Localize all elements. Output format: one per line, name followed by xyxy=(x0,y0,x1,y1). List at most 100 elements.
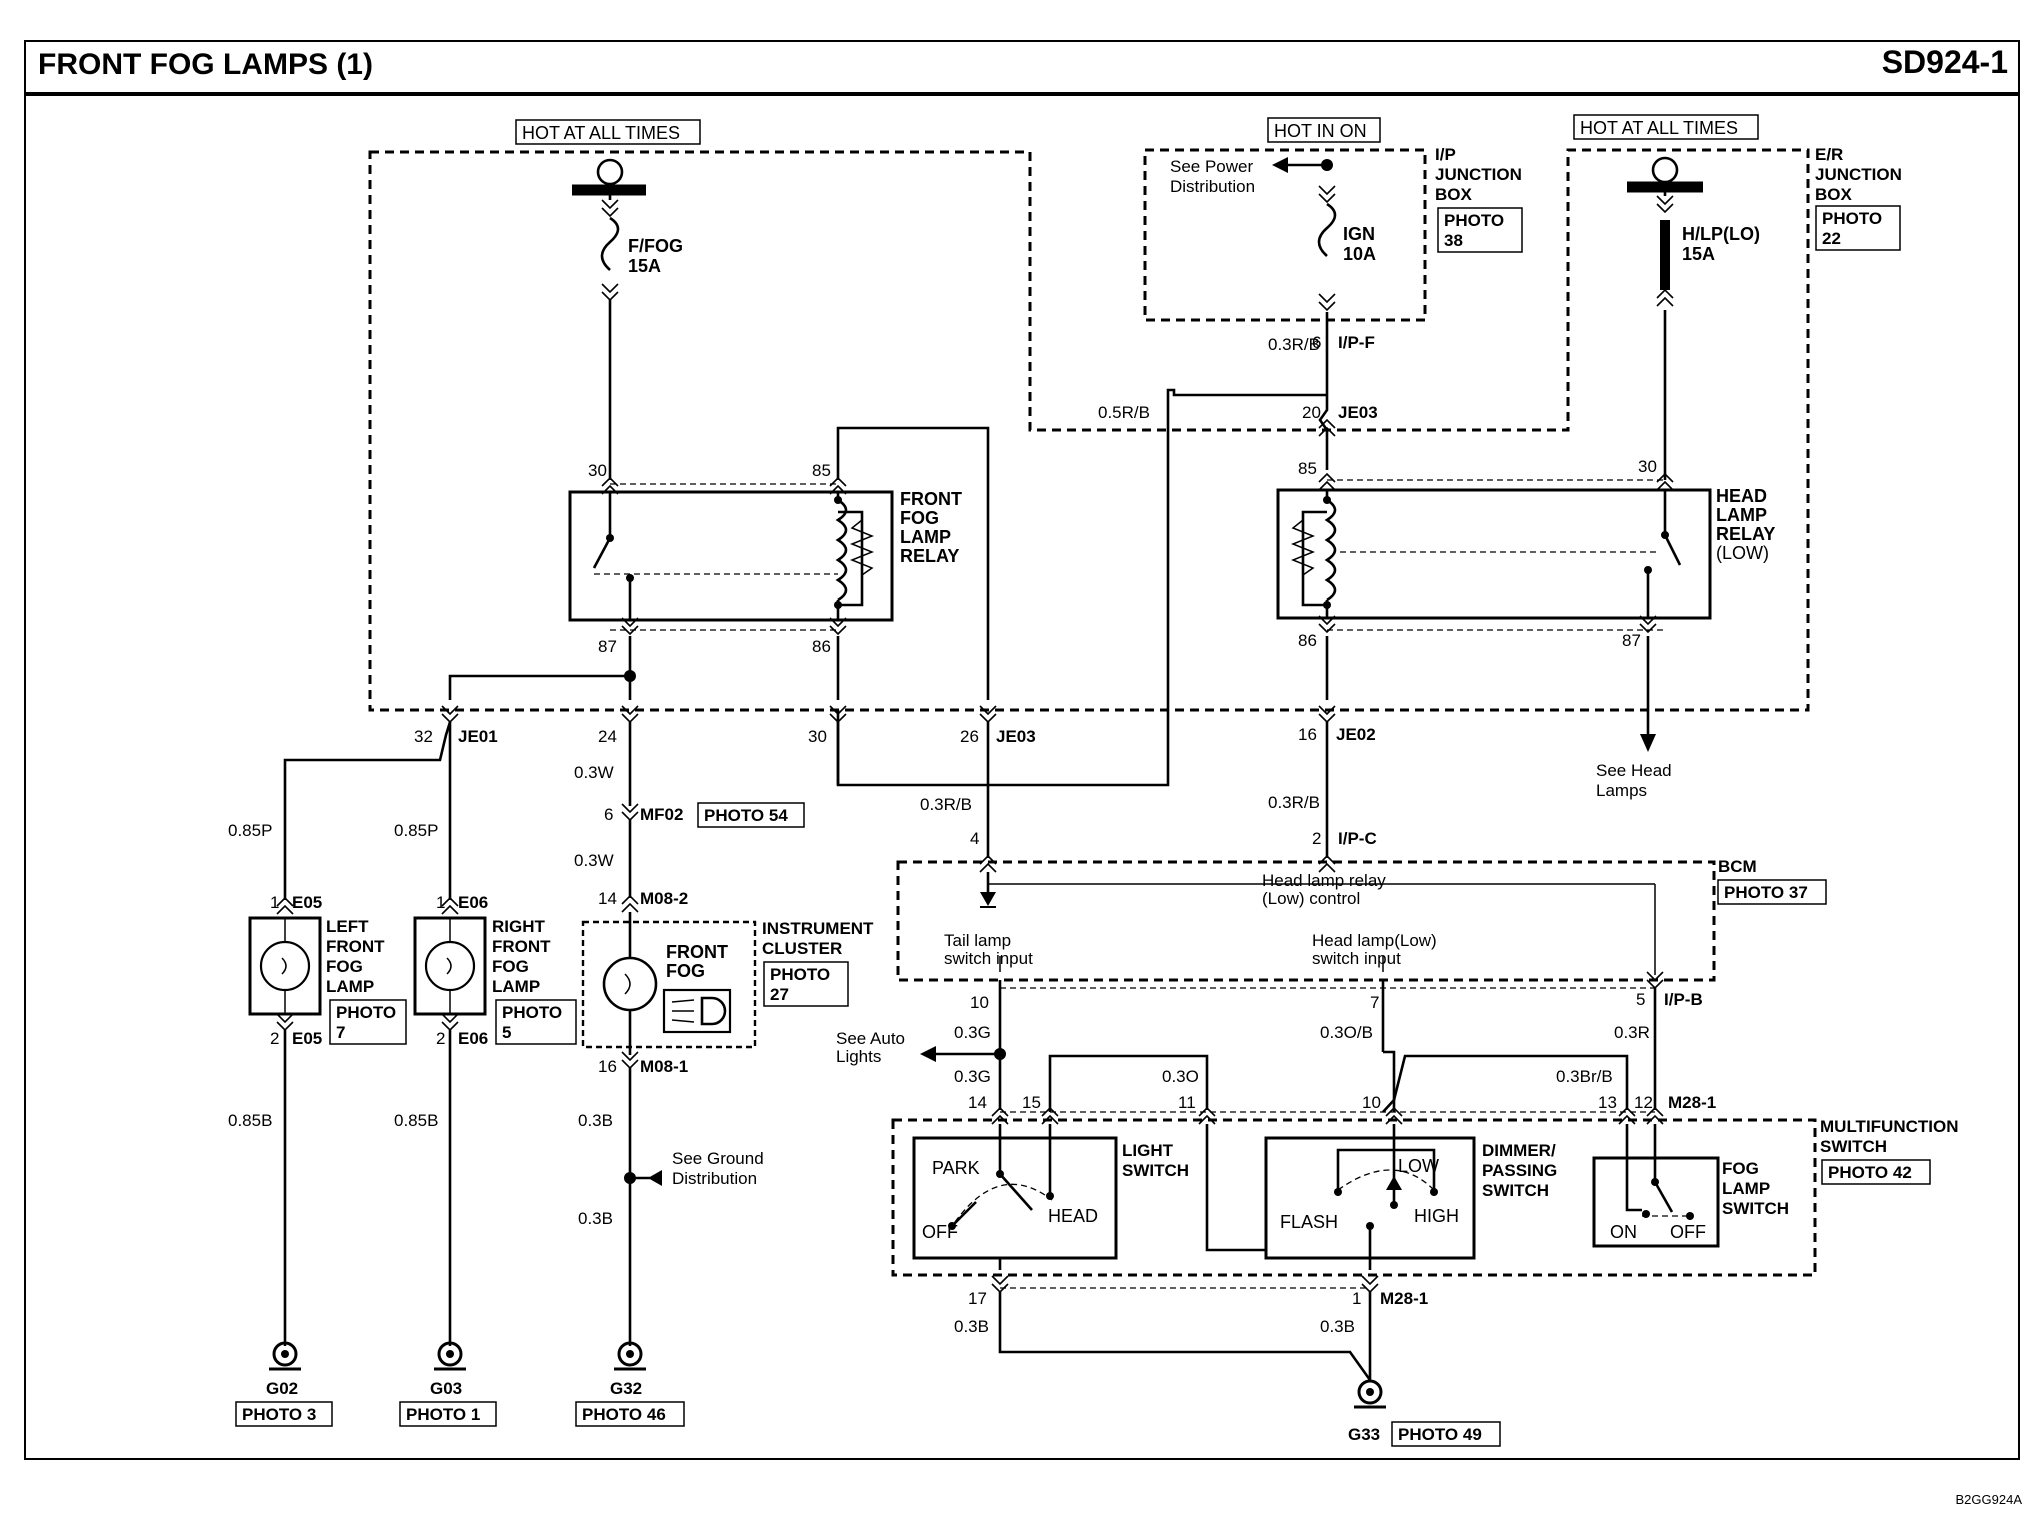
w03brb: 0.3Br/B xyxy=(1556,1067,1613,1086)
ip-jb-photo-1: PHOTO xyxy=(1444,211,1504,230)
pin-1a: 1 xyxy=(270,893,279,912)
g02-id: G02 xyxy=(266,1379,298,1398)
figure-code: B2GG924A xyxy=(1955,1492,2023,1507)
bcm-head-1: Head lamp(Low) xyxy=(1312,931,1437,950)
ls-off: OFF xyxy=(922,1222,958,1242)
right-lamp-4: LAMP xyxy=(492,977,540,996)
bcm-module xyxy=(979,855,1664,989)
ip-jb-1: I/P xyxy=(1435,145,1456,164)
right-lamp-2: FRONT xyxy=(492,937,551,956)
pin-15: 15 xyxy=(1022,1093,1041,1112)
right-lamp-photo-1: PHOTO xyxy=(502,1003,562,1022)
instrument-cluster xyxy=(602,912,732,1055)
fog-relay-label-4: RELAY xyxy=(900,546,959,566)
er-jb-3: BOX xyxy=(1815,185,1853,204)
w03o: 0.3O xyxy=(1162,1067,1199,1086)
ip-jb-2: JUNCTION xyxy=(1435,165,1522,184)
head-relay-pin-30: 30 xyxy=(1638,457,1657,476)
cluster-label-2: CLUSTER xyxy=(762,939,842,958)
right-fog-lamp xyxy=(413,897,487,1031)
fog-sw-label-2: LAMP xyxy=(1722,1179,1770,1198)
w085p-left: 0.85P xyxy=(228,821,272,840)
fog-sw-label-3: SWITCH xyxy=(1722,1199,1789,1218)
cluster-outline xyxy=(581,920,757,1049)
pin-16: 16 xyxy=(1298,725,1317,744)
g02-photo: PHOTO 3 xyxy=(242,1405,316,1424)
fog-relay-pin-87: 87 xyxy=(598,637,617,656)
conn-ipb: I/P-B xyxy=(1664,990,1703,1009)
pin-20: 20 xyxy=(1302,403,1321,422)
hot-right-label: HOT AT ALL TIMES xyxy=(1580,118,1738,138)
conn-e05-bot: E05 xyxy=(292,1029,322,1048)
see-power-2: Distribution xyxy=(1170,177,1255,196)
pin-5: 5 xyxy=(1636,990,1645,1009)
ip-jb-3: BOX xyxy=(1435,185,1473,204)
bcm-relay-ctl-2: (Low) control xyxy=(1262,889,1360,908)
pin-14: 14 xyxy=(598,889,617,908)
ground-g02 xyxy=(267,1341,303,1371)
cluster-photo-1: PHOTO xyxy=(770,965,830,984)
dim-flash: FLASH xyxy=(1280,1212,1338,1232)
w03g-b: 0.3G xyxy=(954,1067,991,1086)
fog-lamp-switch[interactable] xyxy=(1592,1124,1720,1248)
dimmer-passing-switch[interactable] xyxy=(1205,1124,1476,1270)
bcm-tail-1: Tail lamp xyxy=(944,931,1011,950)
see-head-2: Lamps xyxy=(1596,781,1647,800)
fuse-ign-name: IGN xyxy=(1343,224,1375,244)
pin-17: 17 xyxy=(968,1289,987,1308)
mfs-title-1: MULTIFUNCTION xyxy=(1820,1117,1959,1136)
fuse-hlp-name: H/LP(LO) xyxy=(1682,224,1760,244)
hot-left-label: HOT AT ALL TIMES xyxy=(522,123,680,143)
er-jb-photo-2: 22 xyxy=(1822,229,1841,248)
page-code: SD924-1 xyxy=(1881,44,2008,80)
conn-je01: JE01 xyxy=(458,727,498,746)
head-relay-pin-87: 87 xyxy=(1622,631,1641,650)
fuse-hlp xyxy=(1627,156,1703,307)
conn-je03-bot: JE03 xyxy=(996,727,1036,746)
fog-relay-label-2: FOG xyxy=(900,508,939,528)
bcm-relay-ctl-1: Head lamp relay xyxy=(1262,871,1386,890)
w03b-b: 0.3B xyxy=(578,1209,613,1228)
junction-box-outline-left xyxy=(368,148,1810,712)
pin-26: 26 xyxy=(960,727,979,746)
bcm-title: BCM xyxy=(1718,857,1757,876)
pin-6b: 6 xyxy=(604,805,613,824)
dim-high: HIGH xyxy=(1414,1206,1459,1226)
cluster-indicator-1: FRONT xyxy=(666,942,728,962)
mfs-title-2: SWITCH xyxy=(1820,1137,1887,1156)
fuse-ffog xyxy=(572,158,646,301)
head-relay-label-3: RELAY xyxy=(1716,524,1775,544)
head-relay-label-1: HEAD xyxy=(1716,486,1767,506)
cluster-indicator-2: FOG xyxy=(666,961,705,981)
left-lamp-4: LAMP xyxy=(326,977,374,996)
pin-4: 4 xyxy=(970,829,979,848)
light-switch[interactable] xyxy=(912,1124,1118,1270)
w03b-c: 0.3B xyxy=(954,1317,989,1336)
see-power-1: See Power xyxy=(1170,157,1253,176)
bcm-photo: PHOTO 37 xyxy=(1724,883,1808,902)
pin-32: 32 xyxy=(414,727,433,746)
right-lamp-1: RIGHT xyxy=(492,917,546,936)
pin-1b: 1 xyxy=(436,893,445,912)
mfs-connectors xyxy=(991,1107,1664,1125)
conn-m28-1-bot: M28-1 xyxy=(1380,1289,1428,1308)
conn-e06-bot: E06 xyxy=(458,1029,488,1048)
right-lamp-3: FOG xyxy=(492,957,529,976)
fog-relay-pin-86: 86 xyxy=(812,637,831,656)
w03ob: 0.3O/B xyxy=(1320,1023,1373,1042)
fog-sw-label-1: FOG xyxy=(1722,1159,1759,1178)
fog-sw-off: OFF xyxy=(1670,1222,1706,1242)
ls-label-2: SWITCH xyxy=(1122,1161,1189,1180)
conn-m28-1-top: M28-1 xyxy=(1668,1093,1716,1112)
fog-sw-on: ON xyxy=(1610,1222,1637,1242)
right-lamp-photo-2: 5 xyxy=(502,1023,511,1042)
pin-30b: 30 xyxy=(808,727,827,746)
pin-11: 11 xyxy=(1178,1093,1196,1112)
fuse-ffog-amp: 15A xyxy=(628,256,661,276)
w03rb-mid: 0.3R/B xyxy=(920,795,972,814)
pin-6: 6 xyxy=(1312,333,1321,352)
conn-ipf: I/P-F xyxy=(1338,333,1375,352)
ls-park: PARK xyxy=(932,1158,980,1178)
fuse-ffog-name: F/FOG xyxy=(628,236,683,256)
ground-g03 xyxy=(432,1341,468,1371)
